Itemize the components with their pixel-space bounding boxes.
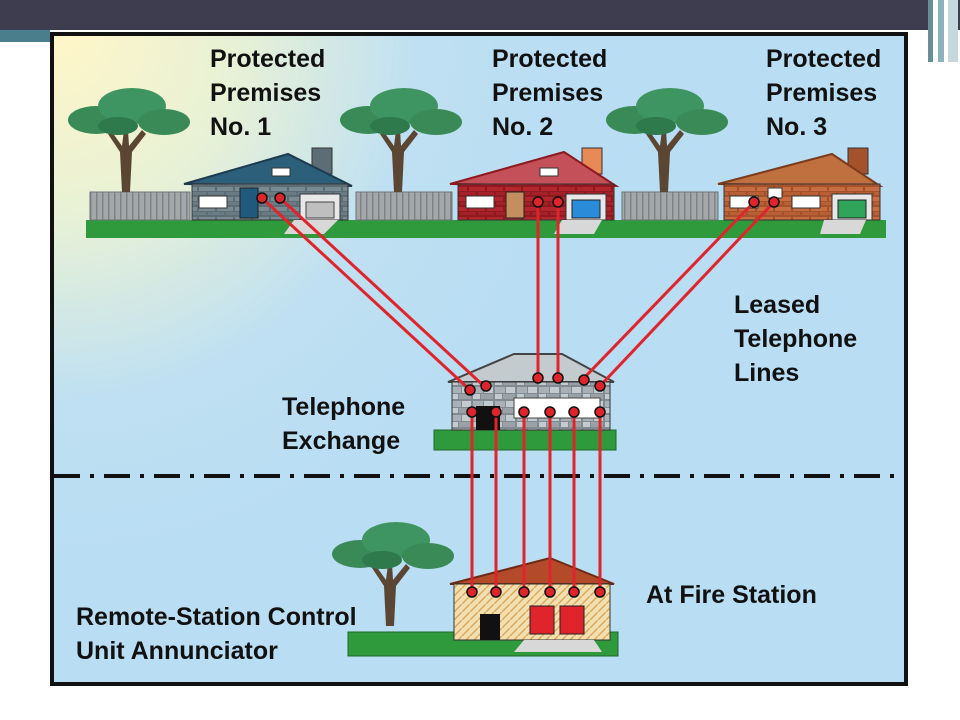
fire-station-label: At Fire Station — [646, 581, 817, 609]
diagram-canvas — [54, 36, 904, 682]
slide-top-bar — [0, 0, 960, 30]
premises-1-line3: No. 1 — [210, 113, 272, 141]
leased-lines — [260, 196, 776, 590]
premises-3-line3: No. 3 — [766, 113, 828, 141]
leased-line3: Lines — [734, 359, 800, 387]
leased-line1: Leased — [734, 291, 821, 319]
premises-2-line1: Protected — [492, 45, 608, 73]
annunciator-label: Remote-Station Control Unit Annunciator — [76, 600, 357, 668]
fence — [355, 191, 453, 221]
premises-3-line1: Protected — [766, 45, 882, 73]
slide-accent-bar — [0, 30, 50, 42]
premises-3-line2: Premises — [766, 79, 878, 107]
house-3 — [717, 147, 884, 234]
premises-3-label: Protected Premises No. 3 — [766, 42, 881, 144]
premises-2-line3: No. 2 — [492, 113, 554, 141]
exchange-line2: Exchange — [282, 427, 401, 455]
telephone-exchange — [433, 353, 617, 451]
premises-grass — [86, 220, 886, 238]
sky-background — [54, 36, 904, 682]
fence — [621, 191, 719, 221]
premises-1-line1: Protected — [210, 45, 326, 73]
leased-lines-label: Leased Telephone Lines — [734, 288, 857, 390]
leased-line2: Telephone — [734, 325, 858, 353]
premises-1-line2: Premises — [210, 79, 322, 107]
premises-2-line2: Premises — [492, 79, 604, 107]
exchange-label: Telephone Exchange — [282, 390, 405, 458]
exchange-line1: Telephone — [282, 393, 406, 421]
house-1 — [183, 147, 353, 234]
annunciator-line2: Unit Annunciator — [76, 637, 278, 665]
premises-1-label: Protected Premises No. 1 — [210, 42, 325, 144]
fence — [89, 191, 191, 221]
slide-corner-decoration — [928, 0, 958, 62]
premises-2-label: Protected Premises No. 2 — [492, 42, 607, 144]
connection-points — [256, 192, 780, 598]
annunciator-line1: Remote-Station Control — [76, 603, 357, 631]
diagram-frame: Protected Premises No. 1 Protected Premi… — [50, 32, 908, 686]
